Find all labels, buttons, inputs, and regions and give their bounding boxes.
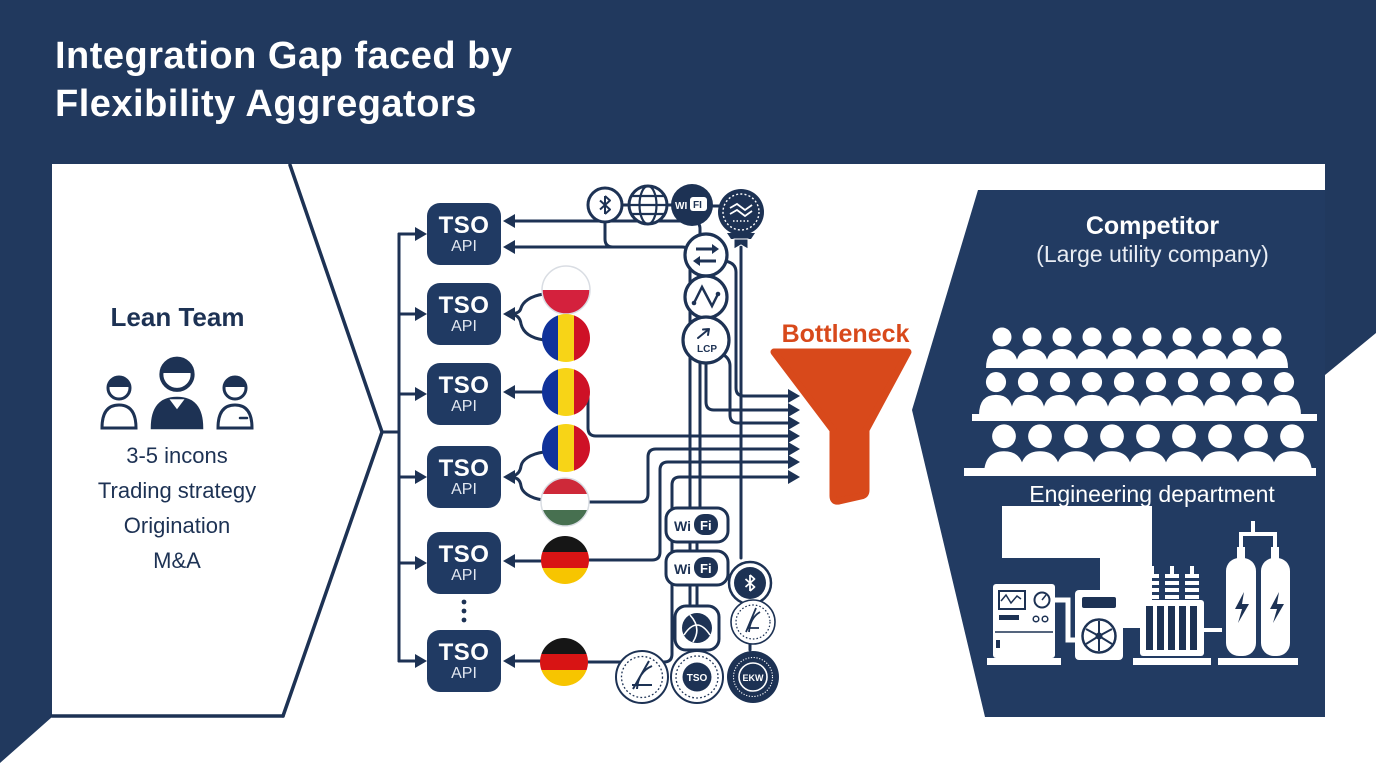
tso-label: TSO <box>438 540 490 568</box>
waveform-icon <box>683 274 729 320</box>
lean-team-item: 3-5 incons <box>126 443 228 468</box>
api-label: API <box>451 397 477 415</box>
svg-text:Wi: Wi <box>674 518 691 534</box>
flag-romania <box>542 368 590 416</box>
funnel-arrowheads <box>788 389 800 484</box>
crowd-icon <box>964 327 1317 476</box>
flag-germany <box>541 536 589 584</box>
flag-poland <box>541 265 591 315</box>
ekw-seal-icon: EKW <box>727 651 779 703</box>
tso-api-box: TSO API <box>427 532 501 594</box>
title-line-1: Integration Gap faced by <box>55 35 513 77</box>
tso-label: TSO <box>438 291 490 319</box>
flag-germany <box>540 638 588 686</box>
svg-text:Fi: Fi <box>700 518 712 533</box>
wifi-icon: WI FI <box>671 184 713 226</box>
funnel-icon <box>770 348 912 505</box>
tso-api-box: TSO API <box>427 630 501 692</box>
ellipsis <box>461 599 467 623</box>
lean-team-item: Trading strategy <box>97 478 257 503</box>
globe-icon <box>627 184 669 226</box>
page-title: Integration Gap faced by Flexibility Agg… <box>55 32 755 128</box>
box-arrowheads <box>503 214 515 668</box>
tso-label: TSO <box>438 371 490 399</box>
svg-text:EKW: EKW <box>743 673 765 683</box>
api-label: API <box>451 480 477 498</box>
lcp-icon: LCP <box>681 315 731 365</box>
tso-label: TSO <box>438 454 490 482</box>
bluetooth-icon <box>586 186 624 224</box>
wifi-badge-icon: Wi Fi <box>664 506 730 544</box>
bluetooth-lower-icon <box>727 560 773 606</box>
certification-badge-icon <box>718 189 764 250</box>
svg-text:FI: FI <box>693 200 702 211</box>
svg-text:WI: WI <box>675 201 687 212</box>
swap-arrows-icon <box>683 232 729 278</box>
tso-api-box: TSO API <box>427 363 501 425</box>
svg-text:Wi: Wi <box>674 561 691 577</box>
tso-api-box: TSO API <box>427 283 501 345</box>
tso-label: TSO <box>438 638 490 666</box>
api-label: API <box>451 566 477 584</box>
api-label: API <box>451 664 477 682</box>
tso-api-box: TSO API <box>427 446 501 508</box>
tso-label: TSO <box>438 211 490 239</box>
competitor-subheading: (Large utility company) <box>1036 241 1269 267</box>
svg-text:Fi: Fi <box>700 561 712 576</box>
title-line-2: Flexibility Aggregators <box>55 83 477 125</box>
plant-equipment-icon <box>987 506 1298 665</box>
team-icon <box>100 356 254 430</box>
lean-team-item: M&A <box>153 548 201 573</box>
lean-team-items: 3-5 incons Trading strategy Origination … <box>58 438 296 578</box>
globe-tile-icon <box>673 604 721 652</box>
flag-hungary <box>540 477 590 527</box>
tso-api-box: TSO API <box>427 203 501 265</box>
flag-romania <box>542 424 590 472</box>
wifi-badge-icon: Wi Fi <box>664 549 730 587</box>
api-label: API <box>451 317 477 335</box>
flag-romania <box>542 314 590 362</box>
emblem-seal-icon <box>730 599 776 645</box>
competitor-heading: Competitor <box>1085 212 1220 240</box>
bottleneck-label: Bottleneck <box>781 320 910 348</box>
api-label: API <box>451 237 477 255</box>
lean-team-item: Origination <box>123 513 231 538</box>
engineering-department-label: Engineering department <box>1029 481 1275 507</box>
tso-seal-icon: TSO <box>670 650 724 704</box>
emblem-seal-icon <box>615 650 669 704</box>
svg-text:LCP: LCP <box>697 344 717 355</box>
lean-team-heading: Lean Team <box>110 302 245 332</box>
trunk-arrowheads <box>415 227 427 668</box>
trunk-connectors <box>380 232 417 663</box>
svg-text:TSO: TSO <box>687 673 708 684</box>
